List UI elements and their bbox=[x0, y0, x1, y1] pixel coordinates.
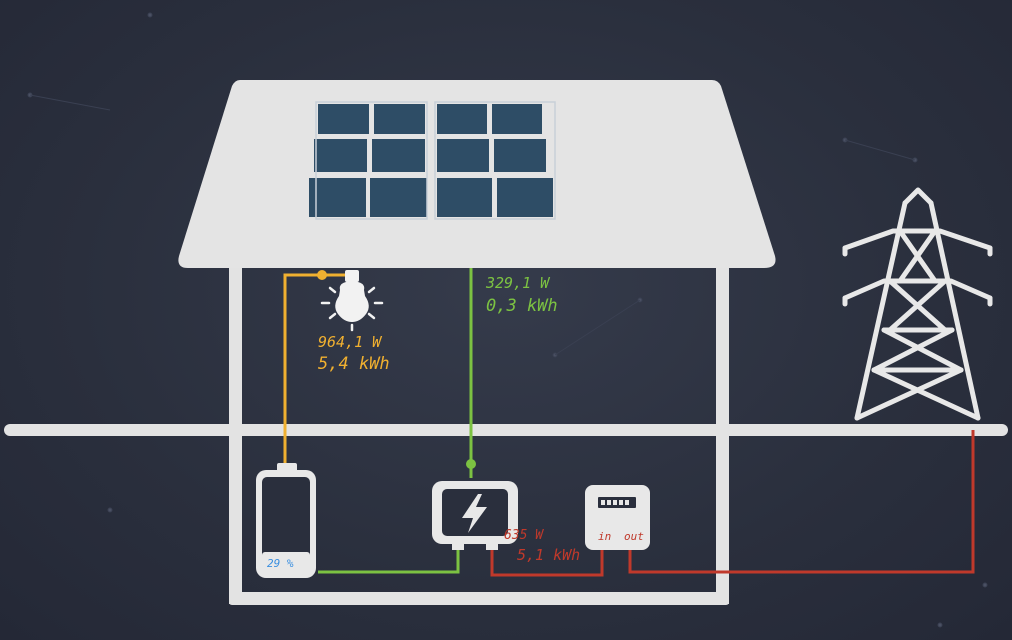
background-dots bbox=[27, 12, 988, 628]
lightbulb-flow-line bbox=[283, 273, 350, 466]
meter-out-label: out bbox=[624, 530, 644, 543]
power-tower-icon bbox=[842, 187, 993, 421]
ground-line bbox=[4, 424, 1008, 436]
solar-junction-dot bbox=[466, 459, 476, 469]
grid-power-label: 635 W bbox=[504, 528, 544, 543]
meter-icon bbox=[585, 485, 650, 550]
solar-power-label: 329,1 W bbox=[486, 274, 550, 292]
solar-panel-icon bbox=[309, 101, 556, 220]
solar-flow-line bbox=[318, 268, 473, 574]
lightbulb-icon bbox=[320, 270, 384, 332]
solar-energy-label: 0,3 kWh bbox=[486, 296, 558, 316]
battery-level-label: 29 % bbox=[267, 557, 294, 570]
battery-icon bbox=[256, 463, 316, 578]
house-walls bbox=[229, 262, 729, 605]
meter-in-label: in bbox=[598, 530, 612, 543]
grid-flow-line bbox=[490, 430, 975, 577]
lightbulb-energy-label: 5,4 kWh bbox=[318, 354, 390, 374]
grid-energy-label: 5,1 kWh bbox=[517, 546, 581, 564]
inverter-icon bbox=[432, 481, 518, 550]
battery-level-fill bbox=[262, 552, 310, 572]
lightbulb-power-label: 964,1 W bbox=[318, 333, 382, 351]
lightbulb-junction-dot bbox=[317, 270, 327, 280]
